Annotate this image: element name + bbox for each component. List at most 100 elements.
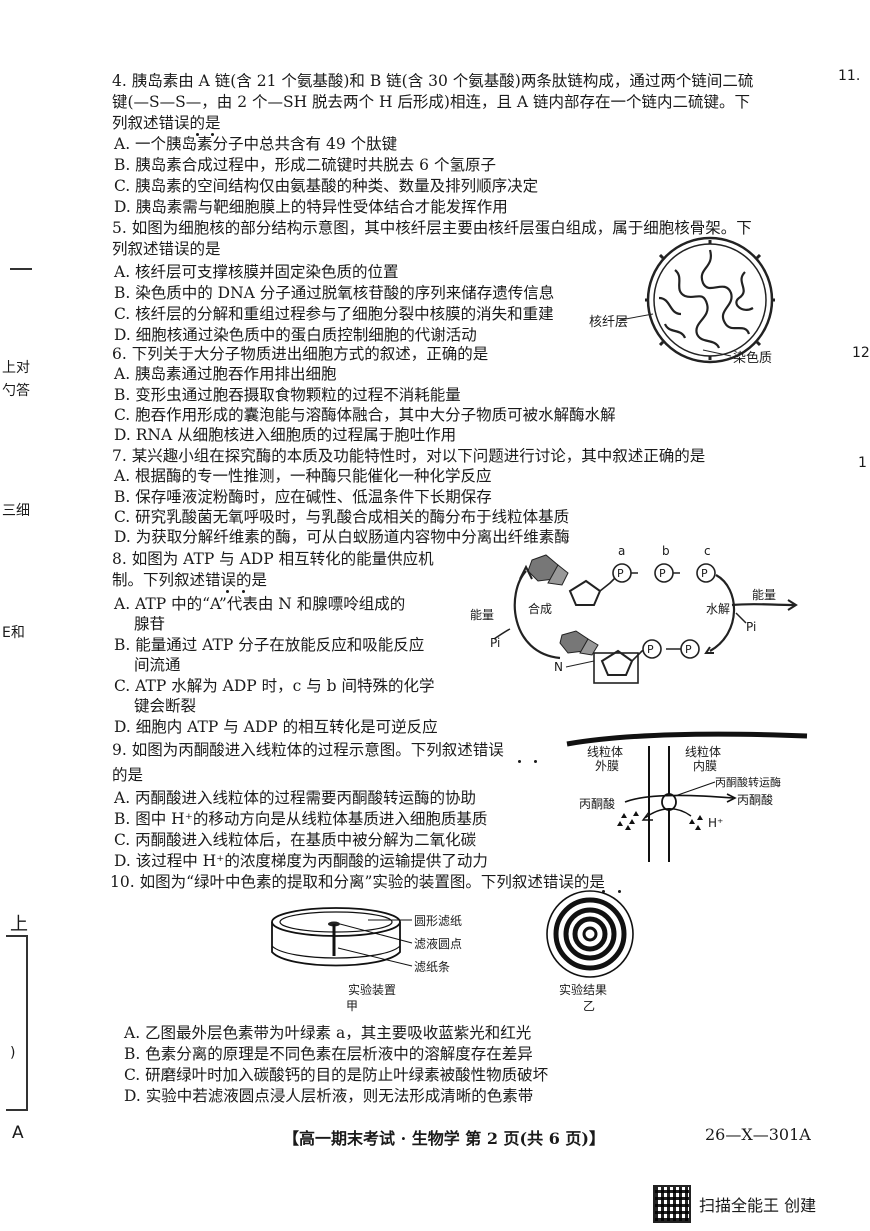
synthesis-label: 合成 bbox=[528, 601, 552, 616]
emphasis-dot bbox=[196, 133, 199, 136]
label-lamina: 核纤层 bbox=[589, 315, 628, 330]
q7-option-a[interactable]: A. 根据酶的专一性推测，一种酶只能催化一种化学反应 bbox=[114, 467, 492, 485]
ribose-top bbox=[568, 579, 602, 606]
phosphate-label: P bbox=[659, 567, 666, 580]
q4-option-d[interactable]: D. 胰岛素需与靶细胞膜上的特异性受体结合才能发挥作用 bbox=[114, 198, 508, 216]
q5-option-c[interactable]: C. 核纤层的分解和重组过程参与了细胞分裂中核膜的消失和重建 bbox=[114, 305, 554, 323]
q9-stem-line2: 的是 bbox=[112, 766, 144, 784]
nuclear-pores bbox=[645, 240, 775, 360]
n-label: N bbox=[554, 660, 563, 674]
hplus-triangles bbox=[617, 811, 703, 830]
pointer-spot bbox=[339, 923, 413, 944]
q6-option-a[interactable]: A. 胰岛素通过胞吞作用排出细胞 bbox=[114, 365, 337, 383]
adenine-ring-top bbox=[547, 564, 569, 586]
q9-option-c[interactable]: C. 丙酮酸进入线粒体后，在基质中被分解为二氧化碳 bbox=[114, 831, 477, 849]
q8-option-b-cont[interactable]: 间流通 bbox=[134, 656, 181, 674]
qr-code-icon bbox=[653, 1185, 691, 1223]
energy-in-label: 能量 bbox=[470, 608, 494, 622]
q4-option-a[interactable]: A. 一个胰岛素分子中总共含有 49 个肽键 bbox=[114, 135, 398, 153]
q9-option-b[interactable]: B. 图中 H⁺的移动方向是从线粒体基质进入细胞质基质 bbox=[114, 810, 488, 828]
pigment-band-outer bbox=[553, 897, 627, 971]
pi-out-label: Pi bbox=[746, 620, 756, 634]
q10-stem: 10. 如图为“绿叶中色素的提取和分离”实验的装置图。下列叙述错误的是 bbox=[110, 873, 605, 891]
q7-option-c[interactable]: C. 研究乳酸菌无氧呼吸时，与乳酸合成相关的酶分布于线粒体基质 bbox=[114, 508, 570, 526]
q9-option-d[interactable]: D. 该过程中 H⁺的浓度梯度为丙酮酸的运输提供了动力 bbox=[114, 852, 488, 870]
label-jia: 甲 bbox=[346, 999, 358, 1013]
label-b: b bbox=[662, 544, 670, 558]
transporter-pointer bbox=[674, 781, 716, 797]
q8-option-c-cont[interactable]: 键会断裂 bbox=[134, 697, 197, 715]
adenine-ring-bottom bbox=[579, 638, 599, 656]
hydrolysis-arrowhead bbox=[704, 646, 714, 654]
pi-in-arrow bbox=[493, 628, 511, 640]
label-filtrate-spot: 滤液圆点 bbox=[414, 936, 462, 951]
q8-option-c[interactable]: C. ATP 水解为 ADP 时，c 与 b 间特殊的化学 bbox=[114, 677, 435, 695]
q10-option-c[interactable]: C. 研磨绿叶时加入碳酸钙的目的是防止叶绿素被酸性物质破坏 bbox=[124, 1066, 549, 1084]
q5-stem-line1: 5. 如图为细胞核的部分结构示意图，其中核纤层主要由核纤层蛋白组成，属于细胞核骨… bbox=[112, 219, 752, 237]
emphasis-dot bbox=[211, 133, 214, 136]
phosphate-label: P bbox=[701, 567, 708, 580]
atp-adp-diagram: a b c P P P 能量 能量 合成 水解 Pi Pi P P bbox=[470, 543, 800, 688]
chromatin-loops bbox=[658, 249, 754, 349]
phosphate-circle bbox=[612, 563, 632, 583]
adenosine-box bbox=[593, 652, 639, 684]
q7-option-b[interactable]: B. 保存唾液淀粉酶时，应在碱性、低温条件下长期保存 bbox=[114, 488, 492, 506]
q8-option-b[interactable]: B. 能量通过 ATP 分子在放能反应和吸能反应 bbox=[114, 636, 425, 654]
q10-option-b[interactable]: B. 色素分离的原理是不同色素在层析液中的溶解度存在差异 bbox=[124, 1045, 533, 1063]
q7-option-d[interactable]: D. 为获取分解纤维素的酶，可从白蚁肠道内容物中分离出纤维素酶 bbox=[114, 528, 570, 546]
exam-code: 26—X—301A bbox=[705, 1125, 811, 1144]
phosphate-label: P bbox=[617, 567, 624, 580]
hydrolysis-arc bbox=[709, 574, 736, 652]
q8-option-d[interactable]: D. 细胞内 ATP 与 ADP 的相互转化是可逆反应 bbox=[114, 718, 438, 736]
emphasis-dot bbox=[242, 590, 245, 593]
q8-option-a-cont[interactable]: 腺苷 bbox=[134, 615, 166, 633]
label-a: a bbox=[618, 544, 625, 558]
q10-option-a[interactable]: A. 乙图最外层色素带为叶绿素 a，其主要吸收蓝紫光和红光 bbox=[124, 1024, 532, 1042]
pi-out-arrow bbox=[735, 612, 747, 624]
phosphate-circle bbox=[654, 563, 674, 583]
margin-text-right-mid: 12 bbox=[852, 345, 870, 361]
emphasis-dot bbox=[226, 590, 229, 593]
ribose-bottom bbox=[600, 649, 634, 676]
energy-out-label: 能量 bbox=[752, 588, 776, 602]
pigment-band-2 bbox=[563, 907, 617, 961]
pointer-strip bbox=[337, 947, 413, 967]
emphasis-dot bbox=[518, 760, 521, 763]
q5-option-b[interactable]: B. 染色质中的 DNA 分子通过脱氧核苷酸的序列来储存遗传信息 bbox=[114, 284, 555, 302]
q4-stem-line1: 4. 胰岛素由 A 链(含 21 个氨基酸)和 B 链(含 30 个氨基酸)两条… bbox=[112, 72, 754, 90]
phosphate-circle bbox=[680, 639, 700, 659]
q6-option-c[interactable]: C. 胞吞作用形成的囊泡能与溶酶体融合，其中大分子物质可被水解酶水解 bbox=[114, 406, 616, 424]
q6-option-b[interactable]: B. 变形虫通过胞吞摄取食物颗粒的过程不消耗能量 bbox=[114, 386, 461, 404]
q4-option-b[interactable]: B. 胰岛素合成过程中，形成二硫键时共脱去 6 个氢原子 bbox=[114, 156, 496, 174]
result-paper-edge bbox=[546, 890, 634, 978]
q5-option-a[interactable]: A. 核纤层可支撑核膜并固定染色质的位置 bbox=[114, 263, 399, 281]
circular-filter-paper bbox=[279, 911, 393, 933]
q8-option-a[interactable]: A. ATP 中的“A”代表由 N 和腺嘌呤组成的 bbox=[114, 595, 406, 613]
q4-option-c[interactable]: C. 胰岛素的空间结构仅由氨基酸的种类、数量及排列顺序决定 bbox=[114, 177, 539, 195]
hplus-arrow bbox=[644, 808, 692, 819]
pigment-band-3 bbox=[572, 916, 608, 952]
margin-text-left: 上 bbox=[10, 914, 28, 935]
phosphate-circle bbox=[642, 639, 662, 659]
q5-stem-line2: 列叙述错误的是 bbox=[112, 240, 221, 258]
q10-option-d[interactable]: D. 实验中若滤液圆点浸人层析液，则无法形成清晰的色素带 bbox=[124, 1087, 534, 1105]
q7-stem: 7. 某兴趣小组在探究酶的本质及功能特性时，对以下问题进行讨论，其中叙述正确的是 bbox=[112, 447, 706, 465]
label-chromatin: 染色质 bbox=[733, 350, 772, 366]
synthesis-arrowhead bbox=[519, 564, 533, 580]
pyruvate-left-label: 丙酮酸 bbox=[579, 796, 615, 811]
label-result: 实验结果 bbox=[559, 982, 607, 997]
q5-option-d[interactable]: D. 细胞核通过染色质中的蛋白质控制细胞的代谢活动 bbox=[114, 326, 477, 344]
label-filter-strip: 滤纸条 bbox=[414, 960, 450, 974]
energy-out-arrow bbox=[731, 603, 796, 607]
solvent-line bbox=[271, 945, 401, 959]
margin-text-left: E和 bbox=[2, 625, 25, 641]
q4-stem-line2: 键(—S—S—，由 2 个—SH 脱去两个 H 后形成)相连，且 A 链内部存在… bbox=[112, 93, 751, 111]
inner-membrane-label-2: 内膜 bbox=[693, 759, 717, 773]
q9-option-a[interactable]: A. 丙酮酸进入线粒体的过程需要丙酮酸转运酶的协助 bbox=[114, 789, 477, 807]
q6-option-d[interactable]: D. RNA 从细胞核进入细胞质的过程属于胞吐作用 bbox=[114, 426, 457, 444]
scanner-label: 扫描全能王 创建 bbox=[699, 1196, 817, 1215]
label-c: c bbox=[704, 544, 711, 558]
hplus-label: H⁺ bbox=[708, 816, 723, 830]
scanner-watermark: 扫描全能王 创建 bbox=[653, 1185, 816, 1223]
hplus-arrowhead bbox=[641, 811, 653, 821]
